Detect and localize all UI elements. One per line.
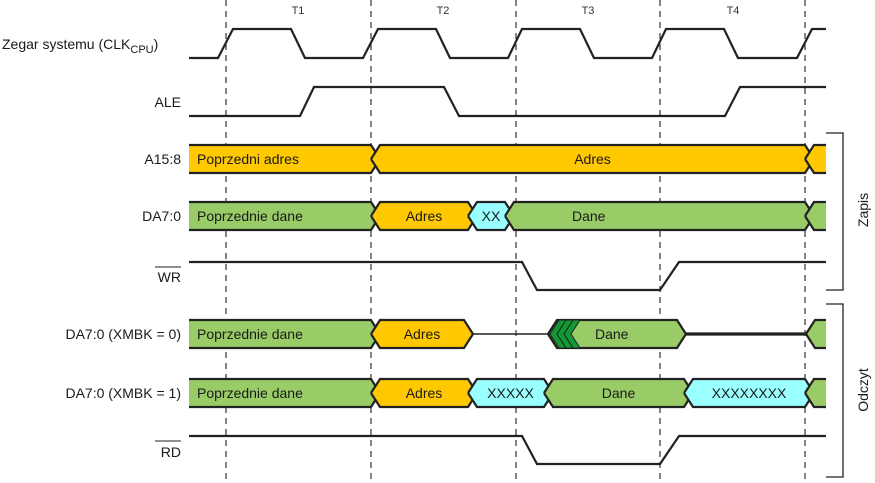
bus-da0-next-outline bbox=[805, 318, 826, 350]
bus-da-data bbox=[505, 202, 814, 230]
bus-da-addr bbox=[371, 202, 477, 230]
bus-da1-next-outline bbox=[804, 377, 826, 409]
bus-da0-data bbox=[548, 320, 686, 348]
signal-label-wr: WR bbox=[158, 269, 181, 285]
bus-da0-data-label: Dane bbox=[595, 326, 629, 342]
signal-label-ale: ALE bbox=[155, 94, 181, 110]
bus-da0-addr bbox=[371, 320, 473, 348]
bus-da-prev-label: Poprzednie dane bbox=[197, 208, 303, 224]
bracket-zapis bbox=[826, 132, 844, 291]
bus-da1-data-label: Dane bbox=[602, 385, 636, 401]
bus-da-prev bbox=[189, 202, 380, 230]
bus-da1-invalid-label: XXXXX bbox=[487, 385, 534, 401]
cycle-label-t1: T1 bbox=[292, 5, 305, 17]
bus-da1-invalid2 bbox=[684, 379, 814, 407]
waveform-wr bbox=[189, 260, 826, 292]
signal-label-clk: Zegar systemu (CLKCPU) bbox=[2, 36, 158, 56]
bracket-odczyt bbox=[826, 303, 844, 478]
transition-chevron bbox=[563, 319, 581, 349]
bus-da-next-outline bbox=[804, 200, 826, 232]
bus-da-invalid-label: XX bbox=[482, 208, 501, 224]
bus-a15-addr-label: Adres bbox=[574, 151, 611, 167]
bus-da1-addr-label: Adres bbox=[406, 385, 443, 401]
bus-da0-prev-label: Poprzednie dane bbox=[197, 326, 303, 342]
bus-da1-addr bbox=[371, 379, 477, 407]
signal-label-a15: A15:8 bbox=[144, 151, 181, 167]
bus-da1-invalid bbox=[468, 379, 553, 407]
bus-da1-prev bbox=[189, 379, 380, 407]
signal-label-da-xmbk0: DA7:0 (XMBK = 0) bbox=[65, 326, 181, 342]
bus-da-addr-label: Adres bbox=[406, 208, 443, 224]
bus-da1-invalid2-label: XXXXXXXX bbox=[712, 385, 787, 401]
bus-a15-prev bbox=[189, 145, 380, 173]
bus-a15-addr bbox=[371, 145, 814, 173]
bus-da0-addr-label: Adres bbox=[404, 326, 441, 342]
bus-a15-next-outline bbox=[804, 143, 826, 175]
bus-a15-prev-label: Poprzedni adres bbox=[197, 151, 299, 167]
waveform-clk bbox=[189, 27, 826, 60]
cycle-label-t4: T4 bbox=[727, 5, 740, 17]
group-label-zapis: Zapis bbox=[855, 193, 871, 227]
bus-da-invalid bbox=[468, 202, 514, 230]
signal-label-da-xmbk1: DA7:0 (XMBK = 1) bbox=[65, 385, 181, 401]
signal-label-rd: RD bbox=[161, 444, 181, 460]
cycle-boundaries bbox=[225, 0, 806, 483]
cycle-label-t2: T2 bbox=[437, 5, 450, 17]
group-label-odczyt: Odczyt bbox=[855, 368, 871, 412]
bus-da-data-label: Dane bbox=[572, 208, 606, 224]
bus-da0-prev bbox=[189, 320, 380, 348]
waveform-ale bbox=[189, 85, 826, 118]
waveform-rd bbox=[189, 434, 826, 466]
bus-da1-data bbox=[544, 379, 693, 407]
bus-da0-next bbox=[806, 320, 826, 348]
bus-da1-prev-label: Poprzednie dane bbox=[197, 385, 303, 401]
signal-label-da: DA7:0 bbox=[142, 208, 181, 224]
cycle-label-t3: T3 bbox=[582, 5, 595, 17]
